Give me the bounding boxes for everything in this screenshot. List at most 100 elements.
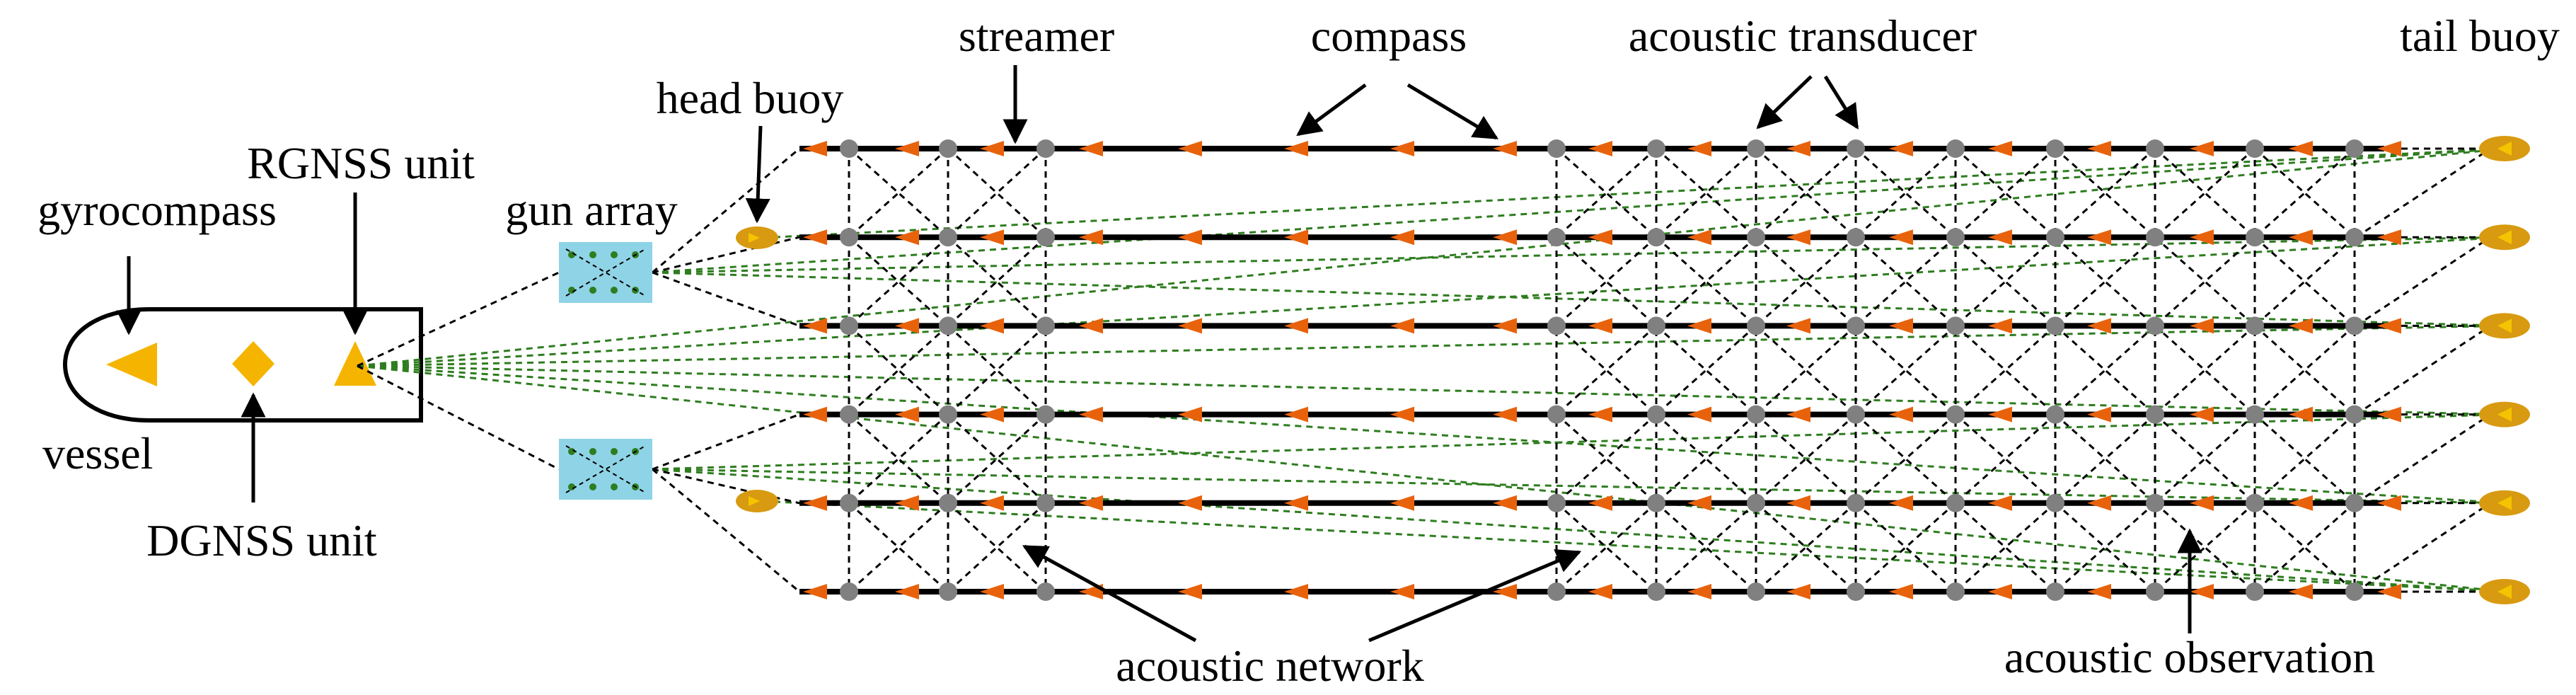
compass-icon bbox=[1390, 229, 1414, 246]
compass-icon bbox=[1079, 229, 1103, 246]
acoustic-transducer-label: acoustic transducer bbox=[1629, 11, 1977, 61]
tail-link bbox=[2355, 325, 2491, 415]
compass-icon bbox=[1889, 584, 1913, 599]
streamer-label: streamer bbox=[959, 11, 1114, 61]
compass-icon bbox=[1588, 584, 1612, 599]
compass-icon bbox=[1390, 406, 1414, 423]
network-diagonal-link bbox=[947, 502, 1047, 593]
compass-icon bbox=[1079, 406, 1103, 423]
compass-icon bbox=[2087, 406, 2111, 423]
transducer-icon bbox=[2345, 405, 2364, 424]
compass-arrow-left bbox=[1296, 83, 1367, 137]
compass-icon bbox=[1178, 495, 1202, 511]
compass-icon bbox=[1178, 584, 1202, 599]
tail-link bbox=[2355, 147, 2491, 239]
gun-array-top bbox=[559, 242, 652, 303]
tail-buoy-marker-icon bbox=[2497, 142, 2512, 156]
compass-icon bbox=[980, 318, 1004, 334]
transducer-icon bbox=[1647, 228, 1665, 247]
compass-icon bbox=[1588, 406, 1612, 423]
transducer-icon bbox=[2046, 139, 2064, 158]
transducer-arrow-right bbox=[1823, 75, 1859, 130]
compass-icon bbox=[1687, 406, 1711, 423]
gunarray-tailbuoy-link bbox=[650, 236, 2505, 274]
transducer-icon bbox=[1747, 316, 1765, 335]
network-diagonal-link bbox=[848, 502, 949, 593]
compass-icon bbox=[2087, 229, 2111, 246]
compass-icon bbox=[1786, 406, 1810, 423]
compass-icon bbox=[2289, 229, 2313, 246]
transducer-icon bbox=[840, 228, 858, 247]
transducer-icon bbox=[1847, 228, 1865, 247]
vessel-gunarray-link bbox=[357, 271, 560, 367]
compass-icon bbox=[1588, 141, 1612, 156]
transducer-icon bbox=[2246, 405, 2264, 424]
head-buoy-top-marker-icon bbox=[749, 233, 760, 243]
compass-icon bbox=[980, 141, 1004, 156]
transducer-icon bbox=[1946, 405, 1965, 424]
compass-icon bbox=[1687, 229, 1711, 246]
network-diagonal-link bbox=[848, 147, 949, 239]
transducer-icon bbox=[939, 316, 957, 335]
compass-icon bbox=[2087, 495, 2111, 511]
compass-icon bbox=[1284, 584, 1308, 599]
compass-icon bbox=[2190, 406, 2214, 423]
transducer-icon bbox=[2046, 228, 2064, 247]
acoustic-network-label: acoustic network bbox=[1116, 641, 1423, 691]
transducer-icon bbox=[1946, 139, 1965, 158]
gunarray-tailbuoy-link bbox=[650, 468, 2505, 593]
transducer-icon bbox=[939, 228, 957, 247]
acoustic-network-arrow-right bbox=[1368, 549, 1582, 643]
transducer-icon bbox=[1946, 582, 1965, 601]
compass-icon bbox=[1588, 229, 1612, 246]
compass-icon bbox=[1390, 318, 1414, 334]
vessel-tailbuoy-link bbox=[357, 364, 2505, 416]
transducer-icon bbox=[1847, 405, 1865, 424]
gunarray-streamer-link bbox=[652, 413, 800, 471]
transducer-icon bbox=[1946, 493, 1965, 512]
green-link-group bbox=[357, 147, 2505, 593]
gunarray-streamer-link bbox=[652, 271, 800, 327]
compass-icon bbox=[2377, 318, 2401, 334]
tail-buoy-label: tail buoy bbox=[2400, 11, 2560, 61]
compass-icon bbox=[2289, 141, 2313, 156]
compass-icon bbox=[803, 495, 827, 511]
compass-icon bbox=[2377, 141, 2401, 156]
compass-icon bbox=[2087, 584, 2111, 599]
compass-icon bbox=[803, 318, 827, 334]
transducer-icon bbox=[1647, 405, 1665, 424]
transducer-icon bbox=[840, 316, 858, 335]
compass-icon bbox=[1889, 495, 1913, 511]
compass-icon bbox=[1284, 141, 1308, 156]
compass-icon bbox=[1493, 406, 1517, 423]
compass-icon bbox=[895, 406, 919, 423]
compass-icon bbox=[803, 141, 827, 156]
compass-icon bbox=[1786, 495, 1810, 511]
compass-icon bbox=[1786, 229, 1810, 246]
tail-link bbox=[2355, 502, 2491, 593]
gyrocompass-icon bbox=[106, 343, 157, 386]
vessel-label: vessel bbox=[42, 428, 153, 478]
compass-icon bbox=[2190, 584, 2214, 599]
gunarray-tailbuoy-link bbox=[650, 147, 2505, 274]
transducer-icon bbox=[2246, 316, 2264, 335]
compass-icon bbox=[1786, 141, 1810, 156]
gunarray-tailbuoy-link bbox=[650, 271, 2505, 327]
network-diagonal-link bbox=[947, 413, 1047, 504]
transducer-icon bbox=[939, 139, 957, 158]
transducer-icon bbox=[1647, 139, 1665, 158]
compass-icon bbox=[1493, 229, 1517, 246]
compass-icon bbox=[1390, 141, 1414, 156]
vessel-tailbuoy-link bbox=[357, 324, 2505, 367]
head-buoy-bottom-marker-icon bbox=[749, 496, 760, 506]
transducer-icon bbox=[2246, 228, 2264, 247]
compass-icon bbox=[1786, 318, 1810, 334]
compass-icon bbox=[803, 406, 827, 423]
transducer-icon bbox=[1547, 405, 1566, 424]
tail-link bbox=[2355, 413, 2491, 505]
compass-icon bbox=[1079, 495, 1103, 511]
transducer-icon bbox=[1847, 316, 1865, 335]
network-diagonal-link bbox=[848, 325, 949, 415]
compass-icon bbox=[1588, 495, 1612, 511]
